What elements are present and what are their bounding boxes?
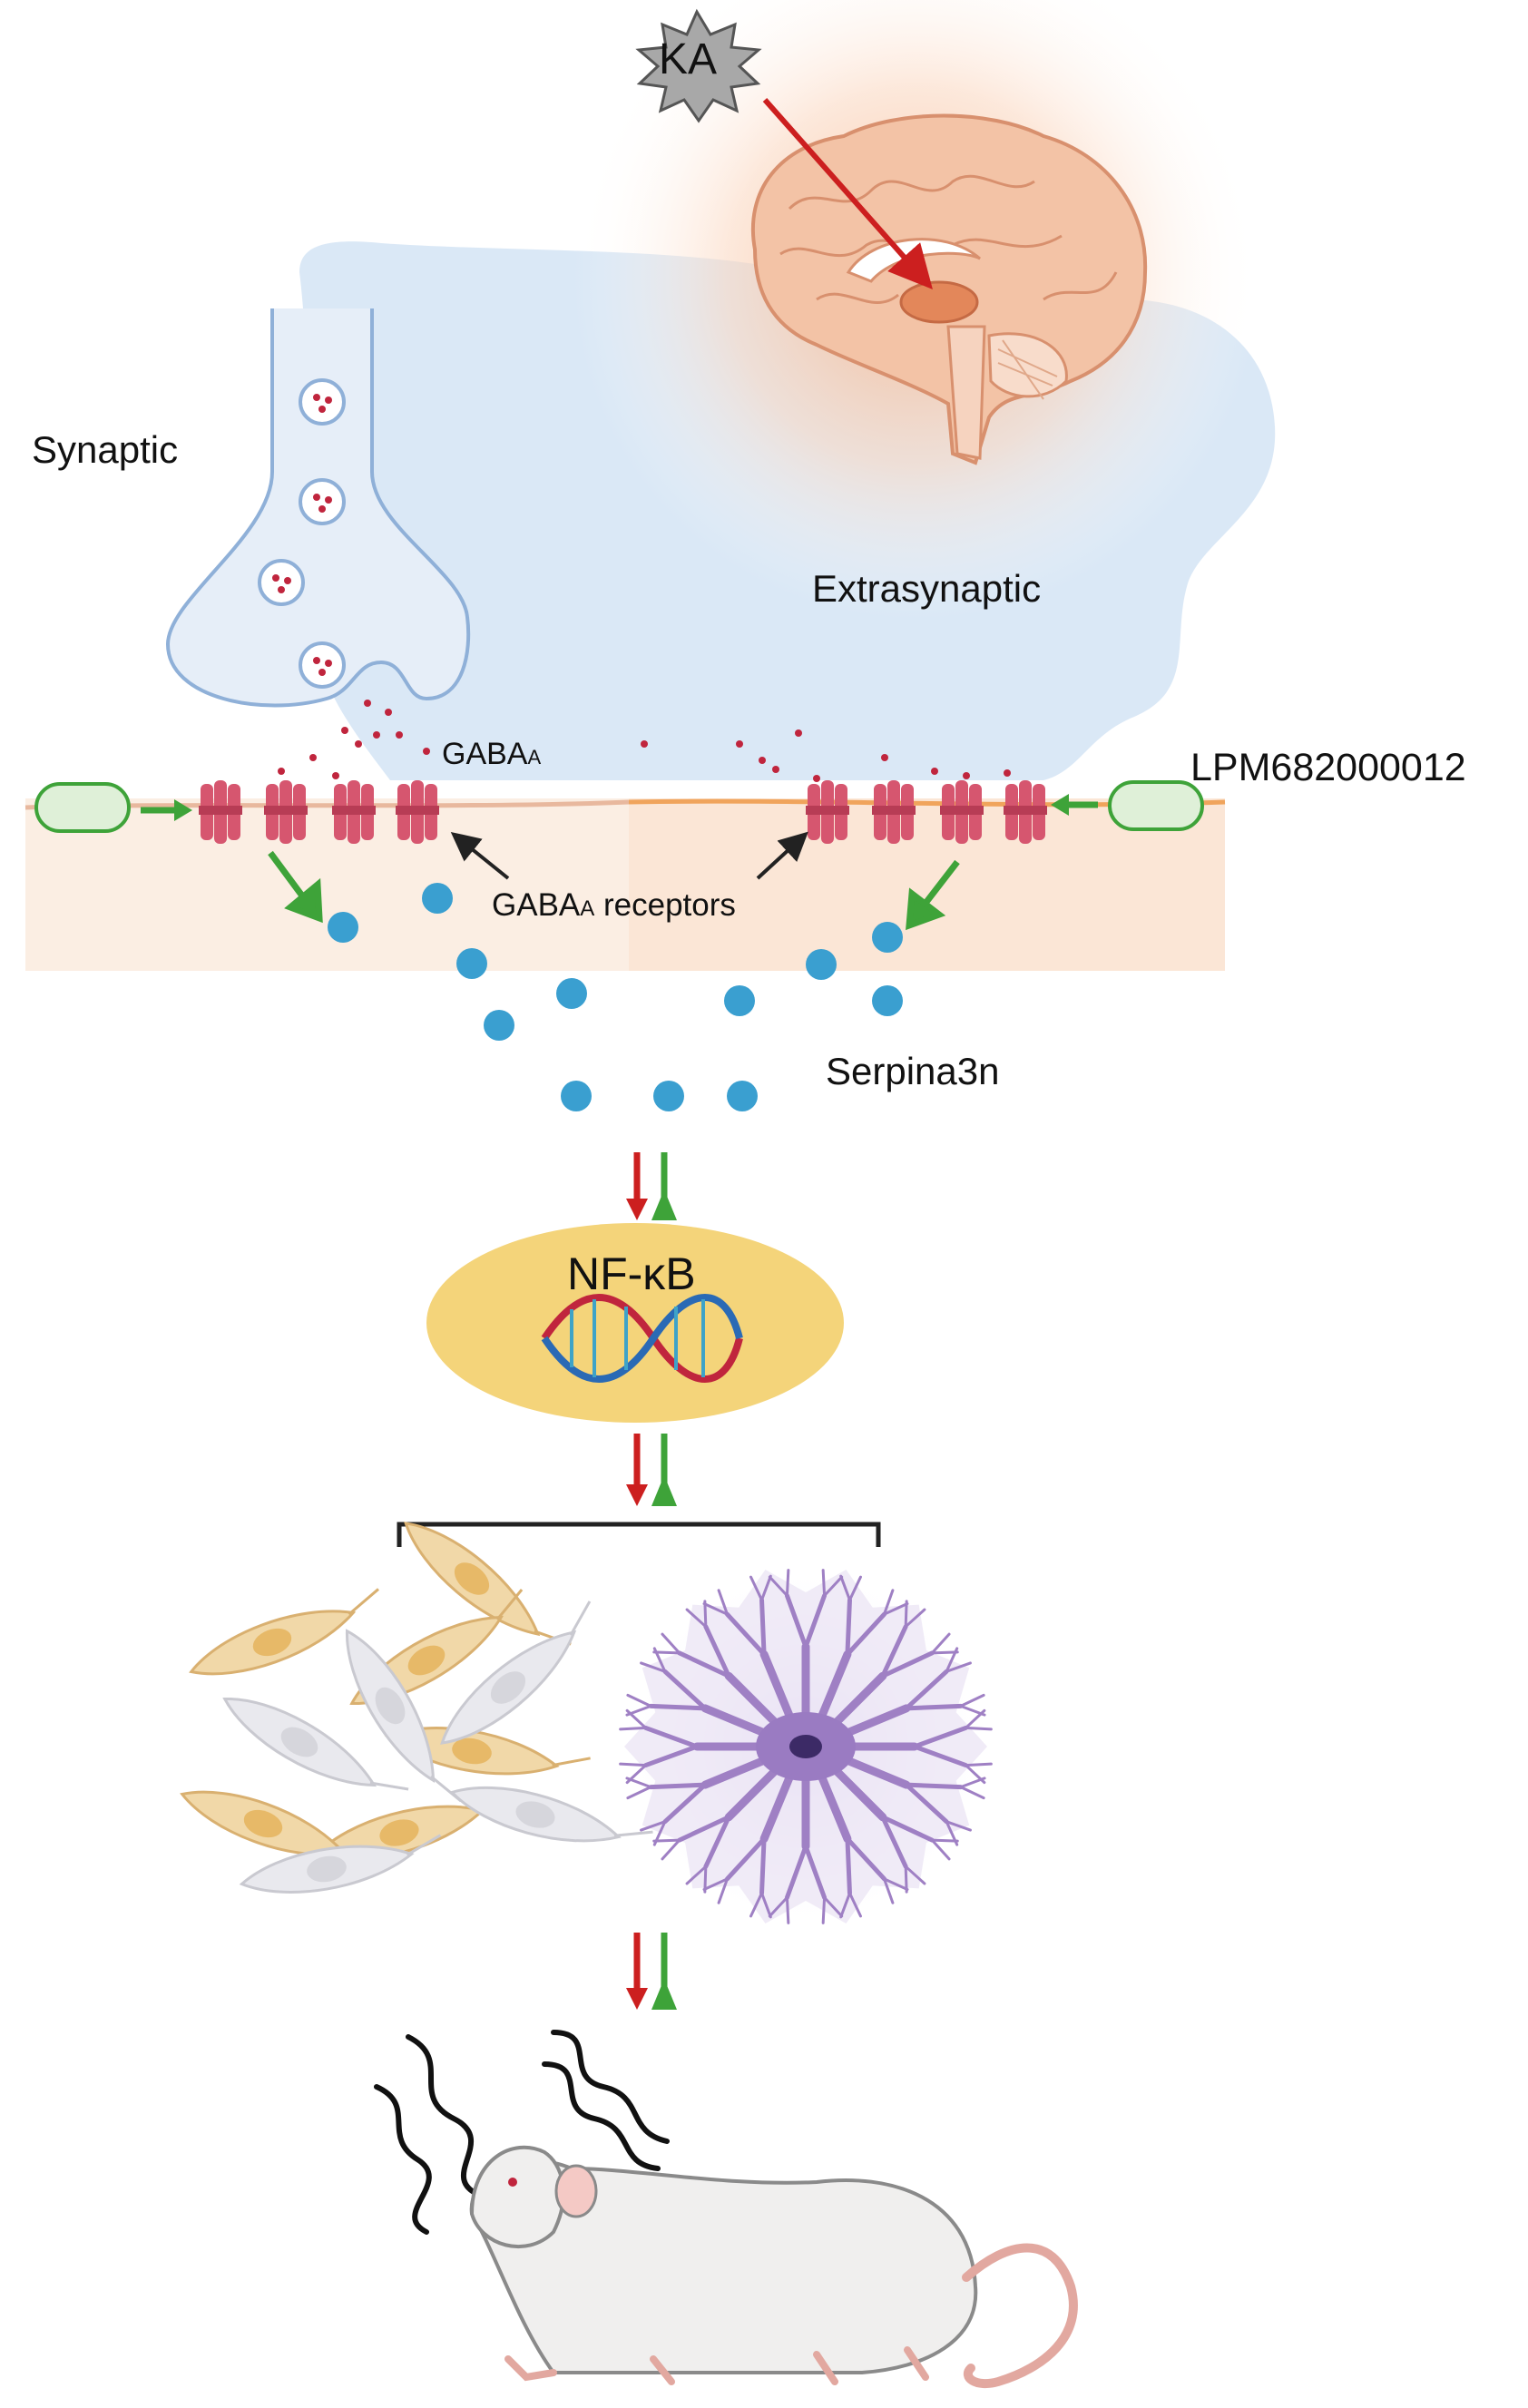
microglia-cell (449, 1786, 653, 1843)
ka-label: KA (659, 35, 718, 83)
gaba-release-dots (278, 700, 1011, 782)
mouse-icon (469, 2145, 1078, 2389)
receptor-icon (806, 780, 849, 844)
receptor-icon (264, 780, 308, 844)
gaba-label-main: GABA (442, 737, 528, 771)
receptors-label-suffix: receptors (594, 887, 736, 923)
microglia-cell (222, 1697, 409, 1791)
compound-label: LPM682000012 (1190, 746, 1466, 789)
postsynaptic-cell-left (25, 798, 629, 971)
microglia-cells-icon (180, 1522, 653, 1894)
neuron-terminal-icon (165, 308, 471, 708)
receptor-pointer-right (756, 831, 808, 880)
inhibit-markers (268, 850, 960, 931)
receptor-group (199, 780, 1047, 844)
receptor-icon (199, 780, 242, 844)
arrow-pair (626, 1933, 677, 2010)
receptor-icon (940, 780, 984, 844)
nfkb-label: NF-κB (567, 1248, 696, 1299)
arrow-pair (626, 1152, 677, 1220)
receptors-label-sub: A (580, 896, 595, 921)
receptor-icon (872, 780, 916, 844)
nfkb-complex (426, 1223, 844, 1423)
branch-bracket (397, 1522, 881, 1547)
dna-icon (541, 1294, 743, 1383)
gaba-label: GABAA (442, 737, 541, 772)
compound-capsule-icon (34, 780, 1204, 833)
receptors-label: GABAA receptors (492, 887, 736, 924)
receptor-icon (1004, 780, 1047, 844)
gaba-label-sub: A (527, 746, 542, 768)
microglia-cell (239, 1834, 442, 1894)
regulation-arrows (626, 1152, 677, 2010)
arrow-pair (626, 1434, 677, 1506)
receptor-pointer-left (450, 831, 510, 880)
ka-arrow (762, 98, 933, 289)
astrocyte-icon (619, 1569, 993, 1924)
brain-icon (750, 113, 1148, 465)
receptor-icon (396, 780, 439, 844)
receptors-label-prefix: GABA (492, 887, 581, 923)
serpina3n-dots (328, 883, 903, 1111)
synaptic-label: Synaptic (32, 428, 179, 471)
microglia-cell (440, 1600, 592, 1745)
extrasynaptic-label: Extrasynaptic (812, 567, 1042, 610)
microglia-cell (189, 1588, 380, 1676)
ka-burst-icon (635, 8, 762, 123)
receptor-icon (332, 780, 376, 844)
microglia-cell (404, 1522, 572, 1646)
serpina3n-label: Serpina3n (826, 1050, 1000, 1092)
seizure-wave-icon (374, 2030, 670, 2235)
microglia-cell (345, 1629, 462, 1803)
